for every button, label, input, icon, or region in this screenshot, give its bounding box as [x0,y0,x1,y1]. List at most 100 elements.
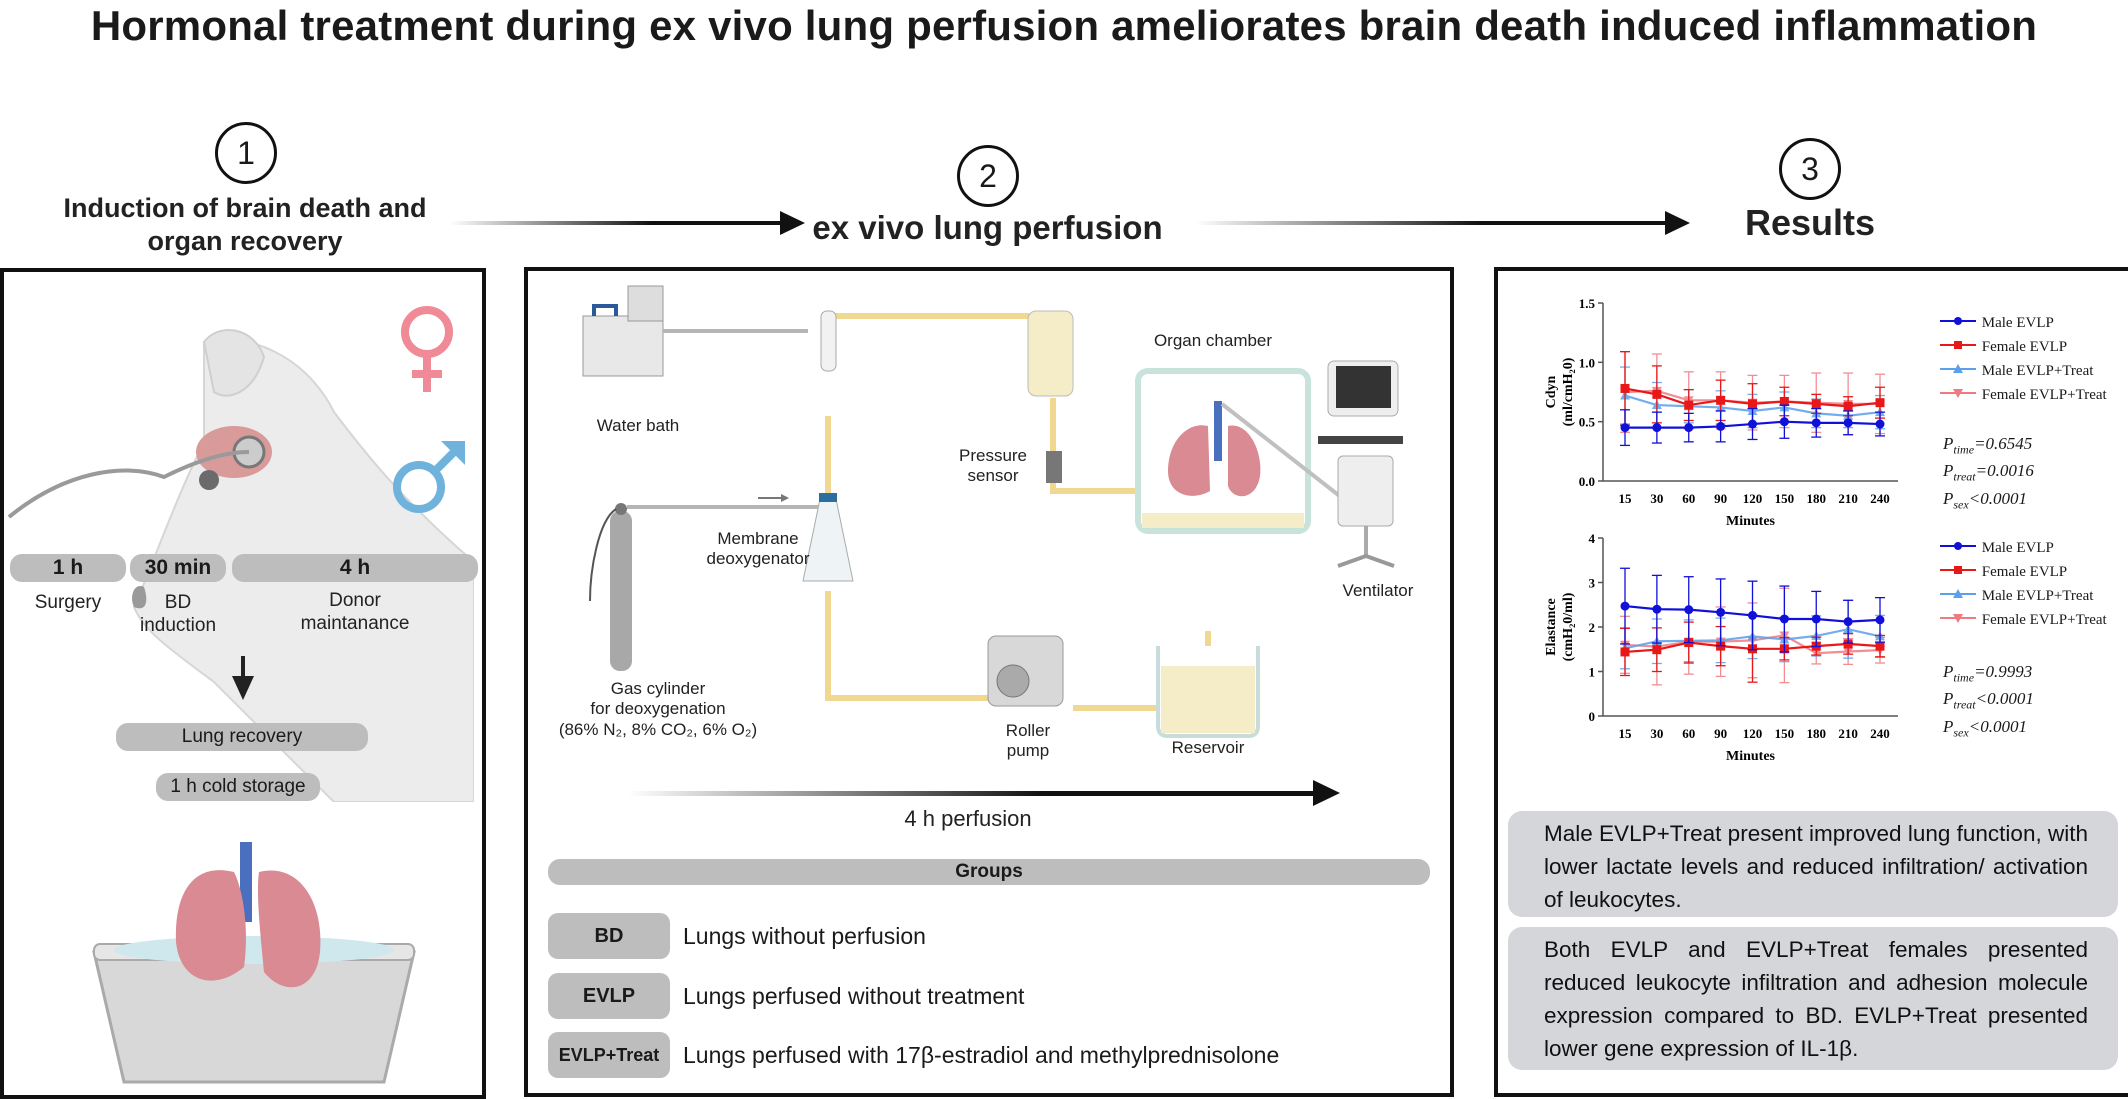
y-axis-label: Cdyn(ml/cmH₂0) [1544,357,1576,426]
x-tick-label: 30 [1650,491,1663,506]
data-point [1748,419,1757,429]
data-point [1843,617,1853,627]
data-point [1779,614,1789,624]
group-tag-bd: BD [548,913,670,959]
timeline-label-bd-line2: induction [139,614,217,636]
x-tick-label: 90 [1714,726,1727,741]
chart-cdyn-legend: Male EVLP Female EVLP Male EVLP+Treat Fe… [1938,311,2107,407]
series-male-evlp [1620,404,1885,447]
data-point [1811,399,1821,409]
legend-marker-triangle-up-icon [1940,589,1976,598]
panel-ex-vivo-lung-perfusion: Water bath Membrane deoxygenator Pressur… [524,267,1454,1097]
groups-header: Groups [548,859,1430,885]
water-bath-icon [582,285,808,377]
label-roller-pump: Roller pump [988,721,1068,762]
group-desc-evlp-treat: Lungs perfused with 17β-estradiol and me… [683,1042,1280,1068]
x-tick-label: 15 [1619,726,1633,741]
x-tick-label: 120 [1743,726,1763,741]
timeline-label-surgery-text: Surgery [34,592,102,613]
figure-title: Hormonal treatment during ex vivo lung p… [90,2,2038,49]
y-tick-label: 2 [1589,620,1596,635]
data-point [1843,639,1853,649]
panel-brain-death-induction: 1 h 30 min 4 h Surgery BD induction Dono… [0,268,486,1099]
y-tick-label: 0.5 [1579,415,1596,430]
data-point [1875,398,1885,408]
legend-item-female-evlp-treat: Female EVLP+Treat [1938,383,2107,407]
timeline-label-donor-line2: maintanance [300,612,410,634]
y-axis-label: Elastance(cmH₂0/ml) [1544,592,1576,661]
x-tick-label: 60 [1682,491,1695,506]
chart-elastance-pvalues: Ptime=0.9993 Ptreat<0.0001 Psex<0.0001 [1943,661,2034,743]
data-point [1716,395,1726,405]
y-tick-label: 0 [1589,709,1596,724]
legend-item-male-evlp-treat: Male EVLP+Treat [1938,584,2107,608]
legend-item-female-evlp-treat: Female EVLP+Treat [1938,608,2107,632]
legend-label: Male EVLP [1981,315,2054,331]
data-point [1620,647,1630,657]
label-membrane-line1: Membrane [717,529,799,548]
arrow-step2-to-step3 [1195,211,1690,235]
step-2-title: ex vivo lung perfusion [812,209,1163,246]
label-gas-line1: Gas cylinder [610,679,706,698]
legend-label: Male EVLP+Treat [1981,588,2094,604]
group-desc-bd: Lungs without perfusion [683,923,926,949]
x-tick-label: 60 [1682,726,1695,741]
cold-storage-illustration [92,842,416,1084]
data-point [1620,423,1630,433]
female-symbol-icon [401,306,453,392]
x-tick-label: 150 [1775,726,1795,741]
y-tick-label: 4 [1589,531,1596,546]
x-tick-label: 240 [1870,726,1890,741]
data-point [1811,614,1821,624]
perfusion-circuit-diagram [582,285,1403,738]
legend-marker-circle-icon [1940,317,1976,325]
legend-item-male-evlp: Male EVLP [1938,311,2107,335]
data-point [1875,419,1885,429]
legend-marker-triangle-down-icon [1940,614,1976,623]
x-tick-label: 210 [1838,491,1858,506]
data-point [1652,604,1662,614]
label-pressure-sensor: Pressure sensor [948,446,1038,487]
label-reservoir: Reservoir [1171,738,1245,757]
x-tick-label: 120 [1743,491,1763,506]
label-water-bath: Water bath [596,416,680,435]
data-point [1684,605,1694,615]
data-point [1684,400,1694,410]
step-1-badge: 1 [215,122,277,184]
legend-label: Female EVLP [1981,564,2068,580]
timeline-duration-donor-maintenance: 4 h [232,554,478,582]
data-point [1748,610,1757,620]
x-tick-label: 180 [1807,491,1827,506]
legend-marker-triangle-up-icon [1940,364,1976,373]
legend-label: Male EVLP [1981,540,2054,556]
data-point [1779,396,1789,406]
gas-cylinder-icon [589,494,826,671]
perfusion-duration-label: 4 h perfusion [904,806,1032,831]
pvalue-sex: Psex<0.0001 [1943,716,2027,740]
data-point [1652,645,1662,655]
data-point [1779,417,1789,427]
label-membrane-deoxygenator: Membrane deoxygenator [693,529,823,570]
legend-marker-circle-icon [1940,542,1976,550]
label-roller-line2: pump [1006,741,1050,761]
x-axis-label: Minutes [1726,514,1776,529]
legend-label: Female EVLP+Treat [1981,612,2107,628]
data-point [1811,418,1821,428]
arrow-down-icon [232,656,254,700]
chart-elastance-legend: Male EVLP Female EVLP Male EVLP+Treat Fe… [1938,536,2107,632]
finding-box-male: Male EVLP+Treat present improved lung fu… [1508,811,2118,917]
chamber-lung-right [1228,425,1261,497]
legend-label: Male EVLP+Treat [1981,363,2094,379]
legend-label: Female EVLP+Treat [1981,387,2107,403]
data-point [1620,383,1630,393]
data-point [1843,418,1853,428]
data-point [1716,421,1726,431]
x-tick-label: 15 [1619,491,1633,506]
label-gas-line2: for deoxygenation [590,699,726,719]
data-point [1652,389,1662,399]
legend-item-male-evlp-treat: Male EVLP+Treat [1938,359,2107,383]
data-point [1716,607,1726,617]
condenser-icon [820,310,837,372]
